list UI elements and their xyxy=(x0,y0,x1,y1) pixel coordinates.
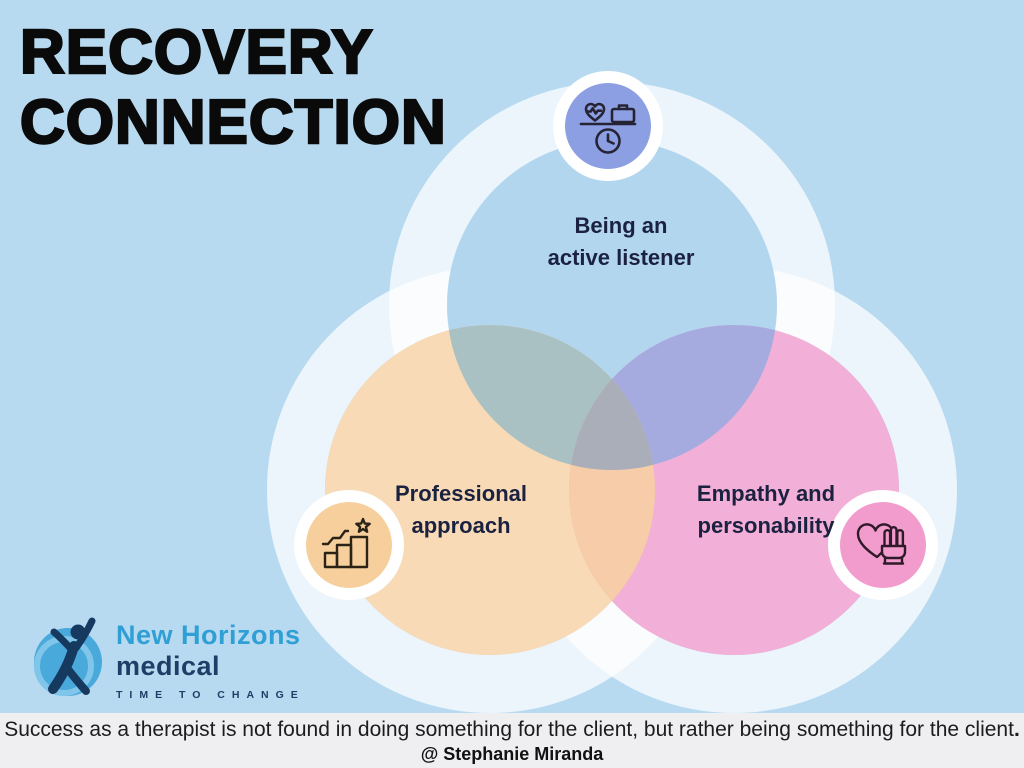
logo-brand-sub: medical xyxy=(116,651,221,681)
overlap-top-left xyxy=(447,325,655,470)
hand-shape xyxy=(880,526,907,560)
top-label-line-2: active listener xyxy=(547,245,695,270)
right-circle-label: Empathy and personability xyxy=(616,478,916,542)
left-circle-label: Professional approach xyxy=(311,478,611,542)
logo-person-head xyxy=(70,624,86,640)
footer-attribution: @ Stephanie Miranda xyxy=(420,744,604,764)
left-label-line-2: approach xyxy=(411,513,511,538)
top-badge xyxy=(553,71,663,181)
hand-heart-icon xyxy=(856,523,907,565)
title-line-1: RECOVERY xyxy=(19,17,374,89)
right-label-line-1: Empathy and xyxy=(696,481,836,506)
growth-chart-icon xyxy=(321,517,371,569)
top-label-line-1: Being an xyxy=(574,213,668,238)
quote-period: . xyxy=(1013,718,1020,741)
footer-quote: Success as a therapist is not found in d… xyxy=(0,718,1024,742)
overlap-top-right xyxy=(569,325,777,470)
left-label-line-1: Professional xyxy=(394,481,528,506)
title-line-2: CONNECTION xyxy=(19,87,447,159)
top-badge-circle xyxy=(565,83,651,169)
logo-text-block: New Horizons medical TIME TO CHANGE xyxy=(116,622,305,701)
left-badge xyxy=(294,490,404,600)
logo-mark xyxy=(34,617,102,696)
top-circle-label: Being an active listener xyxy=(471,210,771,274)
work-life-balance-icon xyxy=(579,102,637,154)
quote-text: Success as a therapist is not found in d… xyxy=(4,718,1014,741)
logo-tagline: TIME TO CHANGE xyxy=(116,689,305,701)
logo-brand-name: New Horizons xyxy=(116,620,301,650)
right-badge xyxy=(828,490,938,600)
page-title: RECOVERY CONNECTION xyxy=(19,17,447,159)
footer-bar: Success as a therapist is not found in d… xyxy=(0,713,1024,768)
right-label-line-2: personability xyxy=(697,513,835,538)
